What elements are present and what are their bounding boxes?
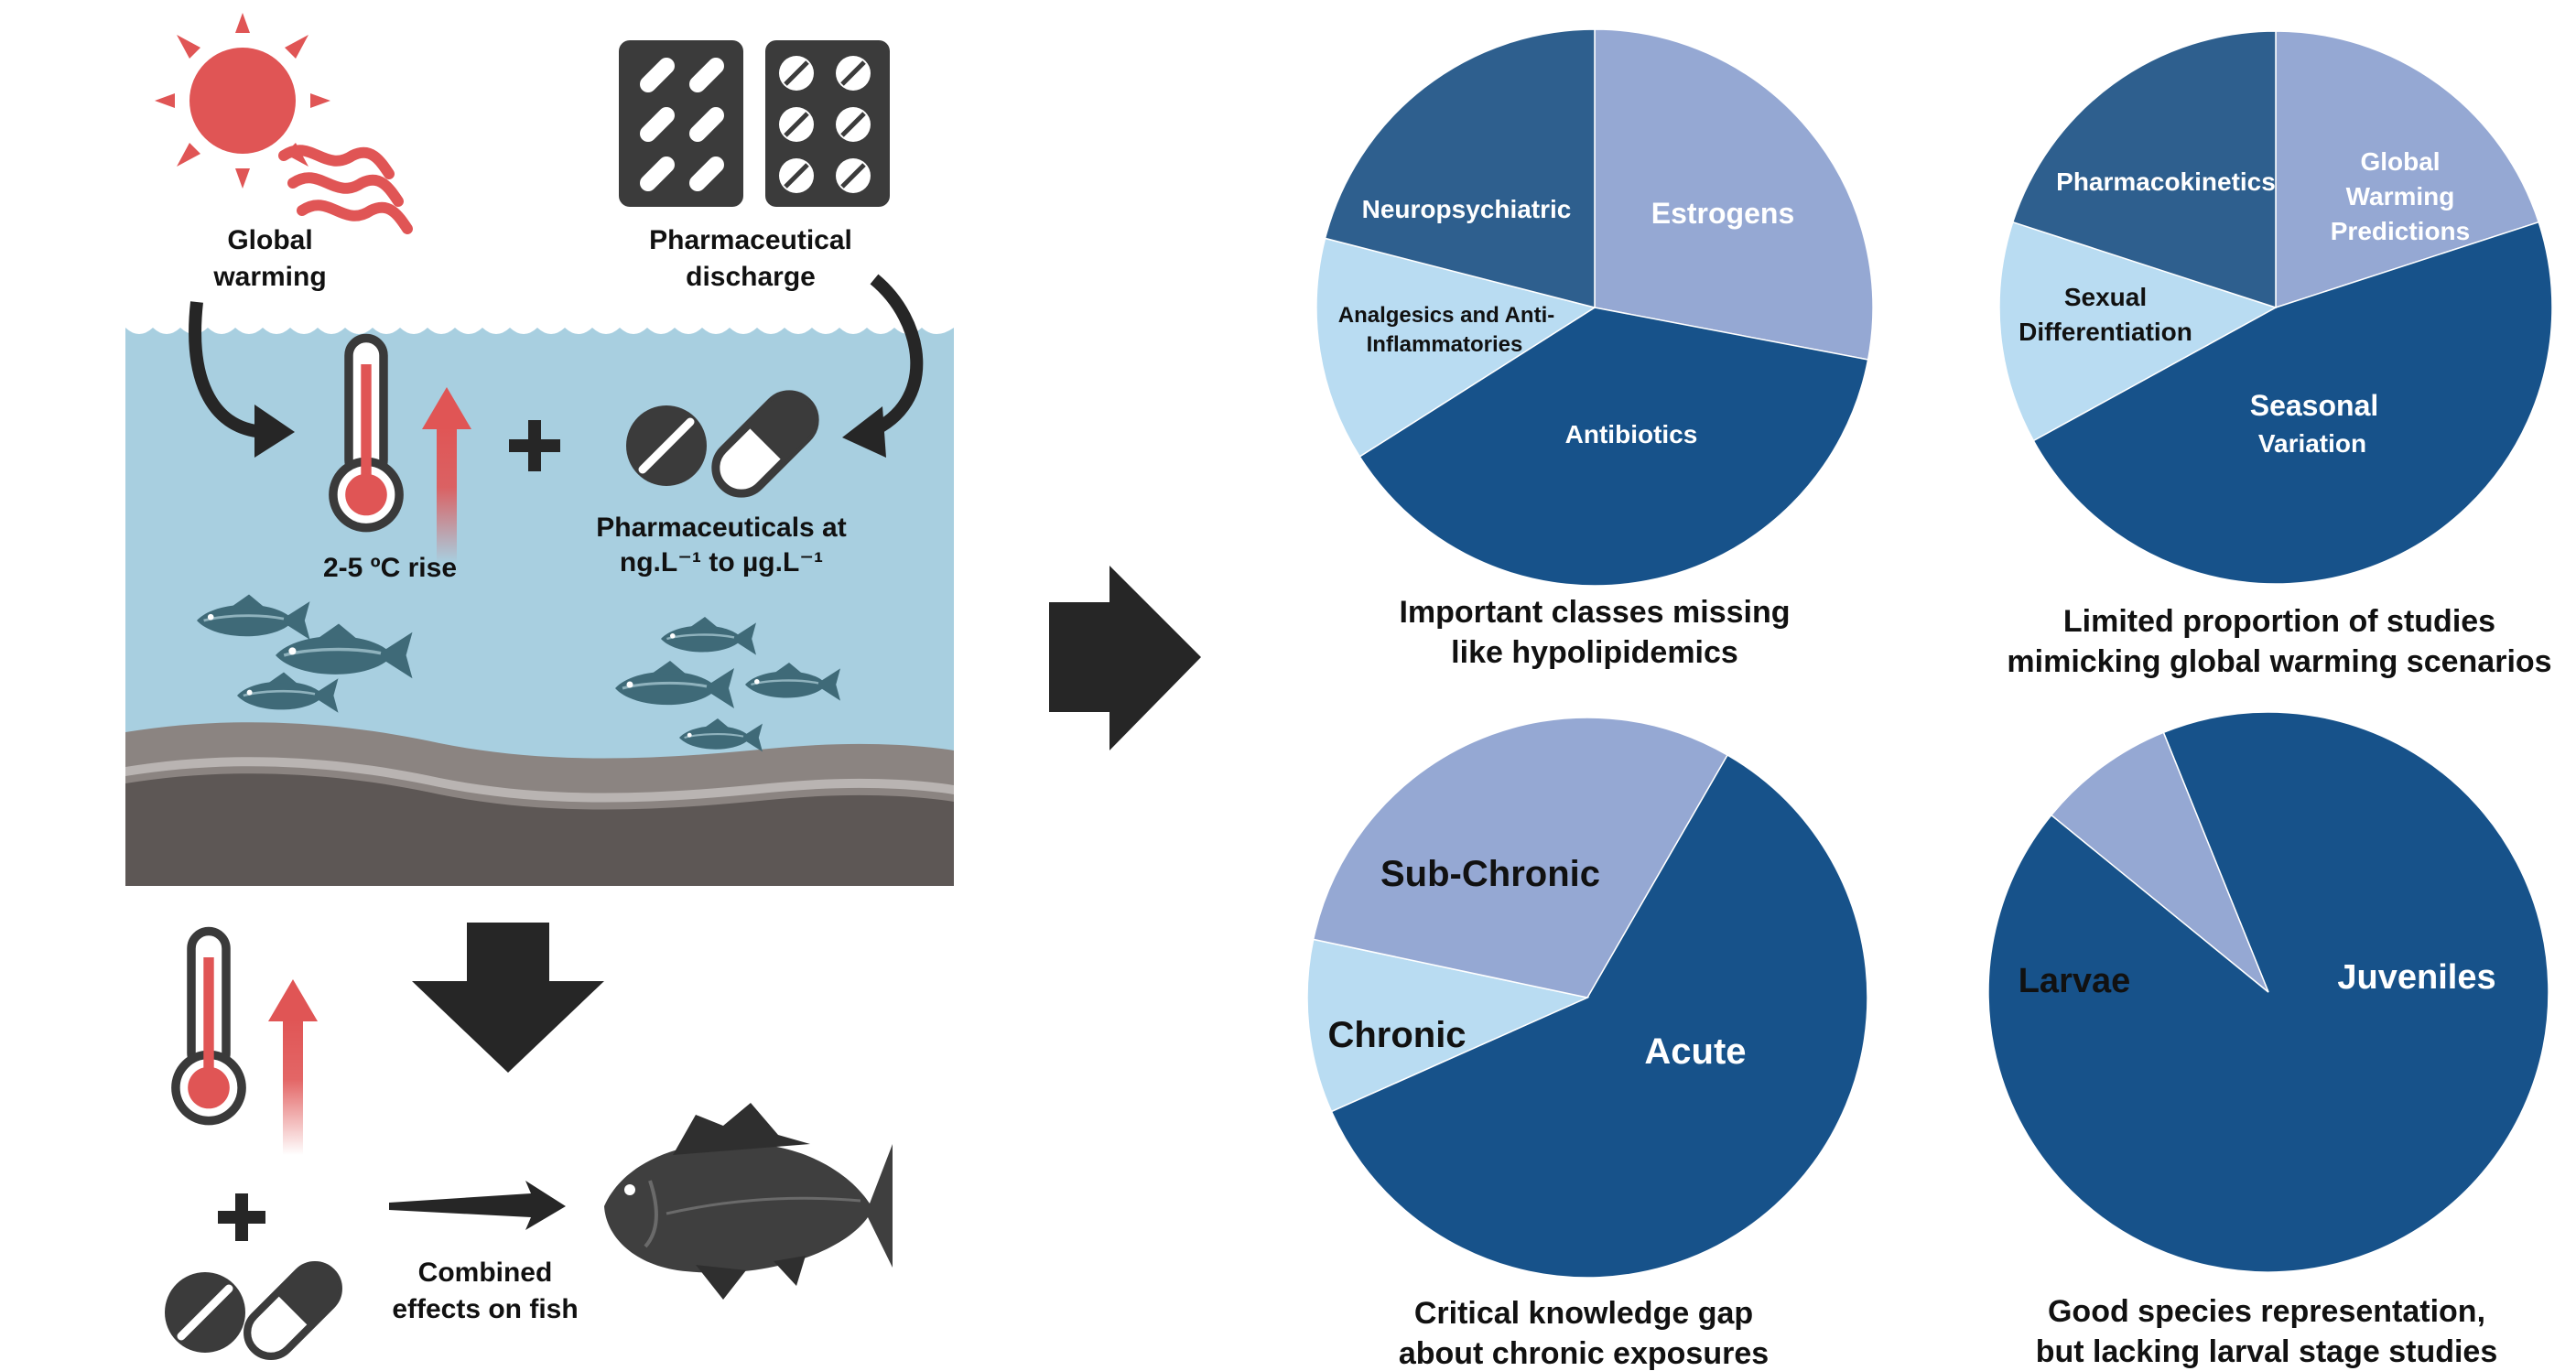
sediment-bottom: [125, 773, 954, 886]
pharma-concentration-label-line2: ng.L⁻¹ to µg.L⁻¹: [620, 547, 823, 578]
pie-chart-study-focus: Global Warming Predictions Seasonal Vari…: [1998, 30, 2553, 679]
pie3-caption-line2: about chronic exposures: [1399, 1336, 1769, 1371]
temperature-up-arrow-icon: [268, 979, 318, 1155]
pill-blister-pack-icon: [619, 40, 890, 207]
pie-slices: [1987, 711, 2549, 1273]
plus-icon: [509, 420, 560, 471]
tablet-pill-icon: [626, 405, 707, 486]
pie4-caption-line2: but lacking larval stage studies: [2036, 1334, 2498, 1369]
pie-slice-chronic: [1306, 938, 1590, 1113]
pie3-caption-line1: Critical knowledge gap: [1414, 1296, 1753, 1331]
slice-label-larvae: Larvae: [2019, 962, 2131, 1000]
combined-arrow-icon: [389, 1181, 566, 1230]
capsule-icon: [237, 1256, 348, 1366]
global-warming-label-line1: Global: [227, 225, 312, 255]
pie-slice-antibiotics: [1358, 307, 1869, 587]
slice-label-sexual-line1: Sexual: [2064, 283, 2147, 311]
slice-label-analgesics-line1: Analgesics and Anti-: [1338, 303, 1554, 328]
pie-slice-acute: [1330, 753, 1868, 1279]
pie4-caption-line1: Good species representation,: [2048, 1294, 2485, 1329]
pie-slice-seasonal-variation: [2032, 221, 2553, 585]
pie-chart-life-stage: Juveniles Larvae Good species representa…: [1987, 711, 2549, 1369]
pie-slice-global-warming-predictions: [2275, 30, 2540, 309]
pie-chart-drug-classes: Estrogens Antibiotics Analgesics and Ant…: [1315, 28, 1874, 670]
slice-label-seasonal-line2: Variation: [2258, 429, 2366, 458]
down-arrow-icon: [412, 923, 604, 1073]
slice-label-global-warming-line1: Global: [2360, 147, 2440, 176]
pie-chart-exposure-duration: Acute Chronic Sub-Chronic Critical knowl…: [1306, 717, 1868, 1371]
pie-slices: [1315, 28, 1874, 587]
slice-label-neuropsychiatric: Neuropsychiatric: [1362, 195, 1572, 223]
slice-label-seasonal-line1: Seasonal: [2250, 389, 2379, 422]
water-surface-wave: [125, 320, 954, 334]
pharma-discharge-label-line2: discharge: [686, 262, 816, 292]
thermometer-icon: [176, 932, 242, 1121]
combined-effects-label-line1: Combined: [418, 1258, 553, 1288]
warming-curved-arrow: [189, 301, 295, 458]
slice-label-estrogens: Estrogens: [1651, 197, 1794, 230]
pie-slice-estrogens: [1594, 28, 1874, 361]
pie-slices: [1306, 717, 1868, 1279]
temperature-rise-label: 2-5 ºC rise: [323, 553, 457, 583]
pie-slice-analgesics-and-anti-inflammatories: [1315, 237, 1596, 458]
tablet-pill-icon: [165, 1272, 245, 1353]
pie-slice-larvae: [2050, 731, 2269, 993]
slice-label-antibiotics: Antibiotics: [1565, 420, 1698, 448]
pie1-caption-line2: like hypolipidemics: [1451, 635, 1738, 670]
combined-effects-label-line2: effects on fish: [392, 1294, 578, 1324]
slice-label-global-warming-line2: Warming: [2346, 182, 2455, 211]
heat-waves-icon: [278, 145, 413, 234]
sediment-stripe: [125, 757, 954, 803]
discharge-curved-arrow: [842, 274, 924, 458]
pharma-discharge-label-line1: Pharmaceutical: [649, 225, 852, 255]
pie-slices: [1998, 30, 2553, 585]
pie-slice-sub-chronic: [1312, 717, 1729, 999]
slice-label-analgesics-line2: Inflammatories: [1367, 332, 1523, 357]
slice-label-sub-chronic: Sub-Chronic: [1380, 854, 1600, 894]
pie-slice-neuropsychiatric: [1324, 28, 1596, 308]
pie1-caption-line1: Important classes missing: [1399, 595, 1790, 630]
pie-slice-pharmacokinetics: [2011, 30, 2277, 309]
plus-icon: [218, 1193, 265, 1241]
global-warming-label-line2: warming: [212, 262, 326, 292]
slice-label-pharmacokinetics: Pharmacokinetics: [2056, 167, 2276, 196]
pie2-caption-line2: mimicking global warming scenarios: [2007, 644, 2551, 679]
slice-label-acute: Acute: [1644, 1031, 1746, 1072]
pie-charts: Estrogens Antibiotics Analgesics and Ant…: [1306, 28, 2553, 1371]
slice-label-sexual-line2: Differentiation: [2019, 318, 2192, 346]
slice-label-juveniles: Juveniles: [2337, 958, 2495, 997]
sun-icon: [155, 13, 330, 189]
pie2-caption-line1: Limited proportion of studies: [2063, 604, 2495, 639]
slice-label-chronic: Chronic: [1327, 1015, 1466, 1055]
pharma-concentration-label-line1: Pharmaceuticals at: [596, 513, 846, 543]
slice-label-global-warming-line3: Predictions: [2331, 217, 2470, 245]
right-arrow-icon: [1049, 566, 1201, 750]
pie-slice-sexual-differentiation: [1998, 221, 2278, 442]
left-diagram: Global warming: [125, 13, 954, 1366]
big-fish-icon: [604, 1103, 893, 1300]
